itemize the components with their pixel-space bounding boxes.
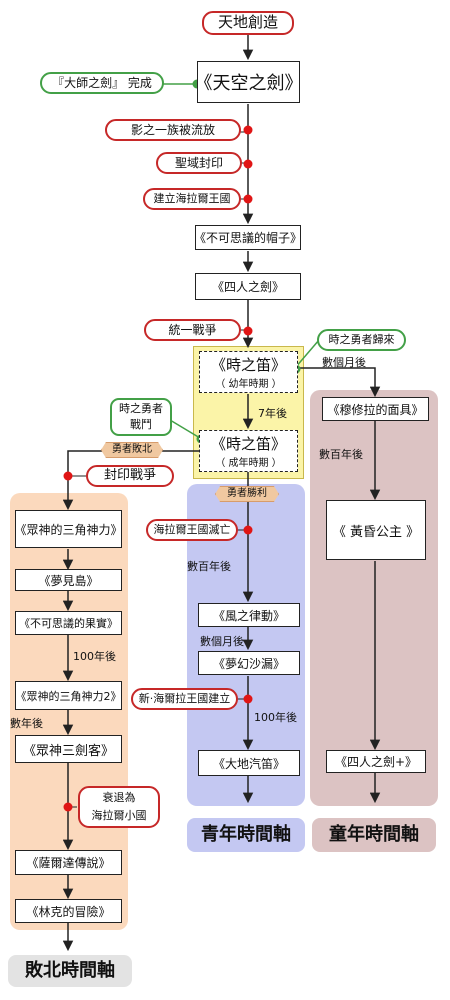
ocarina-child-box: 《時之笛》 （ 幼年時期 ）: [199, 351, 298, 393]
four-swords-plus-box: 《四人之劍+》: [326, 750, 426, 773]
hero-defeated-badge: 勇者敗北: [101, 442, 163, 458]
ocarina-adult-box: 《時之笛》 （ 成年時期 ）: [199, 430, 298, 472]
minish-cap-box: 《不可思議的帽子》: [194, 225, 302, 250]
gap-several-years-fallen: 數年後: [10, 717, 43, 730]
gap-hundreds-years-child: 數百年後: [319, 448, 363, 461]
creation-event: 天地創造: [202, 11, 294, 35]
adult-axis-title: 青年時間軸: [187, 818, 305, 852]
zelda2-box: 《林克的冒險》: [15, 899, 122, 923]
found-hyrule-event: 建立海拉爾王國: [143, 188, 241, 210]
hero-battle-note: 時之勇者 戰鬥: [110, 398, 172, 436]
gap-hundreds-years-adult: 數百年後: [187, 560, 231, 573]
hyrule-fall-event: 海拉爾王國滅亡: [146, 519, 238, 541]
decline-event: 衰退為 海拉爾小國: [78, 786, 160, 828]
ocarina-child-title: 《時之笛》: [210, 356, 286, 374]
master-sword-note: 『大師之劍』 完成: [40, 72, 164, 94]
link-between-worlds-box: 《眾神的三角神力2》: [15, 681, 122, 710]
majora-box: 《穆修拉的面具》: [322, 397, 429, 421]
hero-battle-line2: 戰鬥: [130, 418, 152, 431]
unification-war-event: 統一戰爭: [144, 319, 241, 341]
four-swords-box: 《四人之劍》: [195, 273, 301, 300]
child-timeline-panel: [310, 390, 438, 806]
fallen-axis-title: 敗北時間軸: [8, 955, 132, 987]
spirit-tracks-box: 《大地汽笛》: [198, 750, 300, 776]
gap-seven-years: 7年後: [258, 407, 287, 420]
child-axis-title: 童年時間軸: [312, 818, 436, 852]
gap-several-months-adult: 數個月後: [200, 635, 244, 648]
oracle-box: 《不可思議的果實》: [15, 611, 122, 635]
hero-battle-line1: 時之勇者: [119, 402, 163, 415]
links-awakening-box: 《夢見島》: [15, 569, 122, 591]
gap-hundred-years-adult: 100年後: [254, 711, 297, 724]
ocarina-child-period: （ 幼年時期 ）: [215, 379, 282, 390]
gap-several-months-child: 數個月後: [322, 356, 366, 369]
wind-waker-box: 《風之律動》: [198, 603, 300, 627]
tri-force-heroes-box: 《眾神三劍客》: [15, 735, 122, 763]
ocarina-adult-period: （ 成年時期 ）: [215, 458, 282, 469]
new-hyrule-event: 新·海爾拉王國建立: [131, 688, 238, 710]
seal-sacred-event: 聖域封印: [156, 152, 242, 174]
twilight-princess-box: 《 黃昏公主 》: [326, 500, 426, 560]
hero-victory-badge: 勇者勝利: [215, 486, 279, 502]
decline-line1: 衰退為: [102, 791, 136, 804]
ocarina-adult-title: 《時之笛》: [210, 435, 286, 453]
phantom-hourglass-box: 《夢幻沙漏》: [198, 651, 300, 675]
zelda1-box: 《薩爾達傳說》: [15, 850, 122, 875]
shadow-exile-event: 影之一族被流放: [105, 119, 241, 141]
hero-return-note: 時之勇者歸來: [317, 329, 406, 351]
skyward-sword-box: 《天空之劍》: [195, 61, 303, 103]
decline-line2: 海拉爾小國: [91, 809, 147, 822]
seal-war-event: 封印戰爭: [86, 465, 174, 487]
link-to-past-box: 《眾神的三角神力》: [15, 510, 123, 548]
gap-hundred-years-fallen: 100年後: [73, 650, 116, 663]
